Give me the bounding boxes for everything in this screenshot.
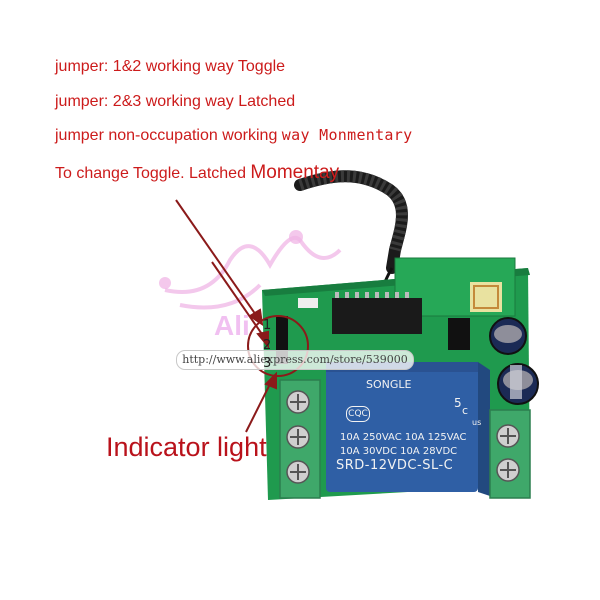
instruction-line-4: To change Toggle. Latched Momentay [55, 162, 339, 184]
jumper-pin-label: 2 [263, 338, 272, 353]
instruction-line-4-prefix: To change Toggle. Latched [55, 165, 251, 182]
relay-rating-2: 10A 30VDC 10A 28VDC [340, 446, 458, 457]
relay-rating-1: 10A 250VAC 10A 125VAC [340, 432, 467, 443]
relay-c-mark: c [462, 404, 469, 417]
terminal-block-right [489, 409, 531, 499]
instruction-line-3-prefix: jumper non-occupation working [55, 127, 282, 144]
crown-jewel-left [159, 277, 171, 289]
instruction-line-3: jumper non-occupation working way Monmen… [55, 126, 412, 145]
indicator-light-label: Indicator light [106, 432, 267, 462]
relay-brand: SONGLE [366, 378, 412, 391]
crown-watermark [164, 235, 342, 310]
watermark-url: http://www.aliexpress.com/store/539000 [176, 350, 414, 370]
instruction-line-3-suffix: way Monmentary [281, 126, 413, 144]
instruction-line-4-suffix: Momentay [250, 162, 340, 183]
crown-jewel [289, 230, 303, 244]
watermark-logo: Ali [214, 310, 250, 341]
relay-cert: CQC [346, 406, 370, 422]
jumper-pin-label: 3 [263, 356, 272, 371]
relay-us-mark: us [472, 418, 482, 427]
jumper-highlight-circle [247, 315, 309, 377]
jumper-pin-label: 1 [263, 318, 272, 333]
instruction-line-2: jumper: 2&3 working way Latched [55, 93, 296, 110]
terminal-block-left [279, 379, 321, 499]
relay-model: SRD-12VDC-SL-C [336, 458, 454, 473]
annotation-arrows [175, 199, 277, 433]
relay-number: 5 [454, 396, 462, 410]
instruction-line-1: jumper: 1&2 working way Toggle [55, 58, 286, 75]
